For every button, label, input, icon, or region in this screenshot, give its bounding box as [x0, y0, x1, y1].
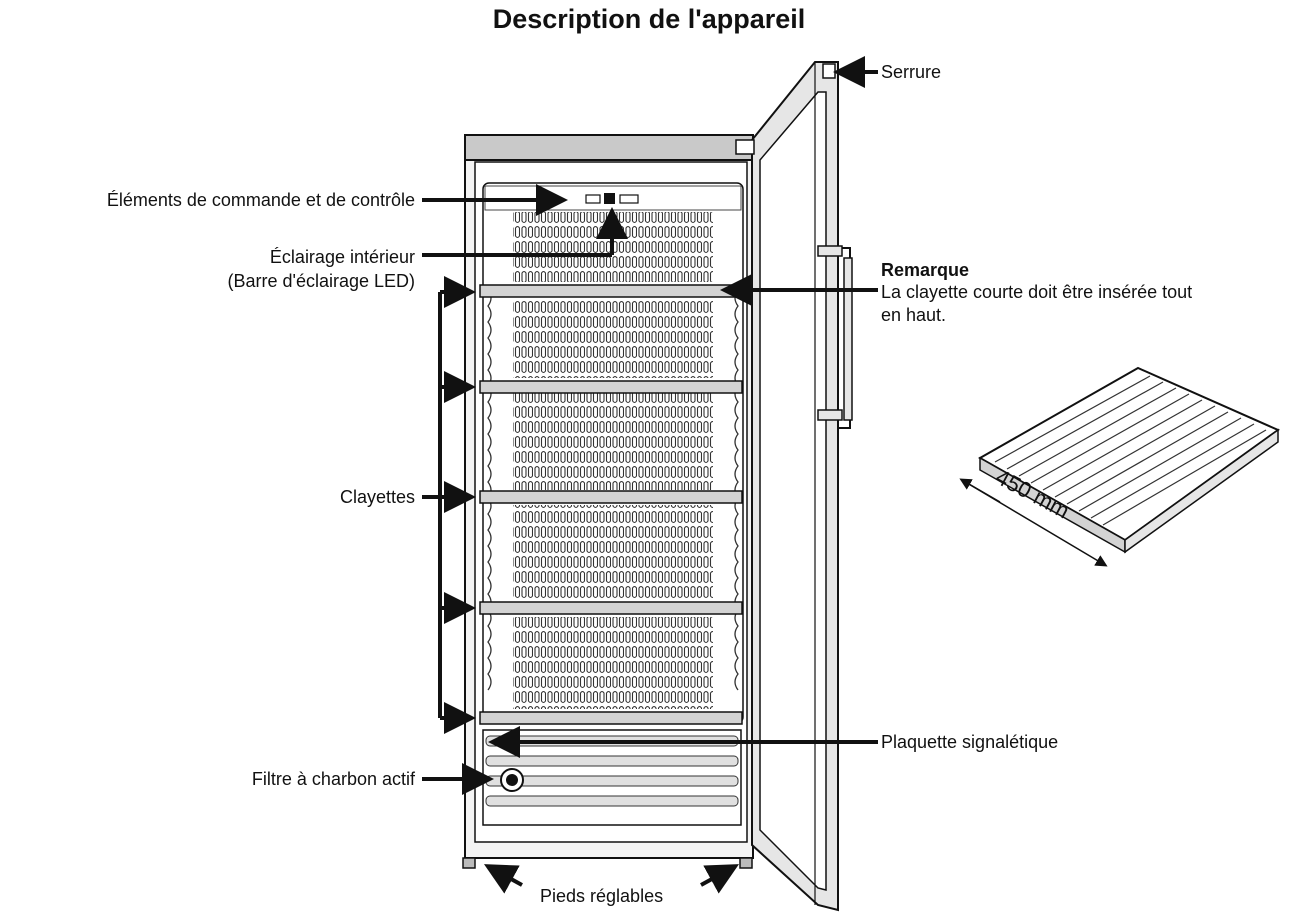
note-text-line1: La clayette courte doit être insérée tou… — [881, 282, 1193, 302]
feet-label: Pieds réglables — [540, 886, 664, 906]
note-heading: Remarque — [881, 260, 970, 280]
door-drawing — [735, 61, 853, 912]
lighting-label: Éclairage intérieur — [269, 247, 415, 267]
filter-label: Filtre à charbon actif — [251, 769, 415, 789]
controls-label: Éléments de commande et de contrôle — [106, 190, 415, 210]
cabinet-drawing — [462, 134, 754, 869]
leader-arrows — [422, 56, 878, 894]
lock-label: Serrure — [881, 62, 942, 82]
shelf-drawing — [959, 366, 1281, 567]
shelf-bars — [479, 284, 743, 725]
note-text-line2: en haut. — [881, 305, 947, 325]
rating-plate-label: Plaquette signalétique — [881, 732, 1059, 752]
shelves-label: Clayettes — [339, 487, 415, 507]
lighting-sublabel: (Barre d'éclairage LED) — [227, 271, 415, 291]
diagram-title: Description de l'appareil — [492, 4, 806, 34]
control-panel-icon — [585, 193, 639, 204]
charcoal-filter-icon — [500, 768, 524, 792]
